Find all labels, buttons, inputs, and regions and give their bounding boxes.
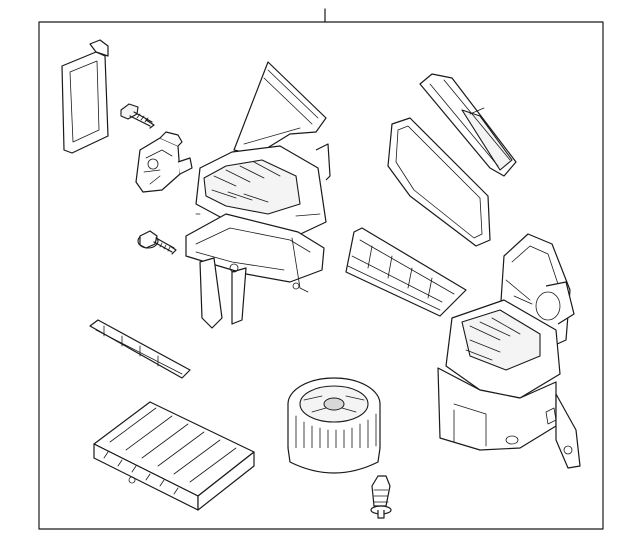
heater-unit-case [185, 61, 331, 329]
push-pin-clip [370, 475, 392, 519]
case-seal [61, 39, 109, 154]
intake-grille [345, 227, 467, 317]
cabin-filter-seal [387, 117, 491, 247]
mounting-bolt [137, 230, 177, 255]
duct-seal-strip [419, 73, 517, 177]
blower-motor-fan [287, 377, 381, 474]
mounting-screw [120, 103, 155, 129]
blower-motor-housing [437, 233, 581, 469]
filter-cover [89, 319, 191, 379]
diagram-frame [38, 21, 604, 530]
actuator-motor [135, 131, 193, 193]
cabin-air-filter [93, 401, 255, 511]
